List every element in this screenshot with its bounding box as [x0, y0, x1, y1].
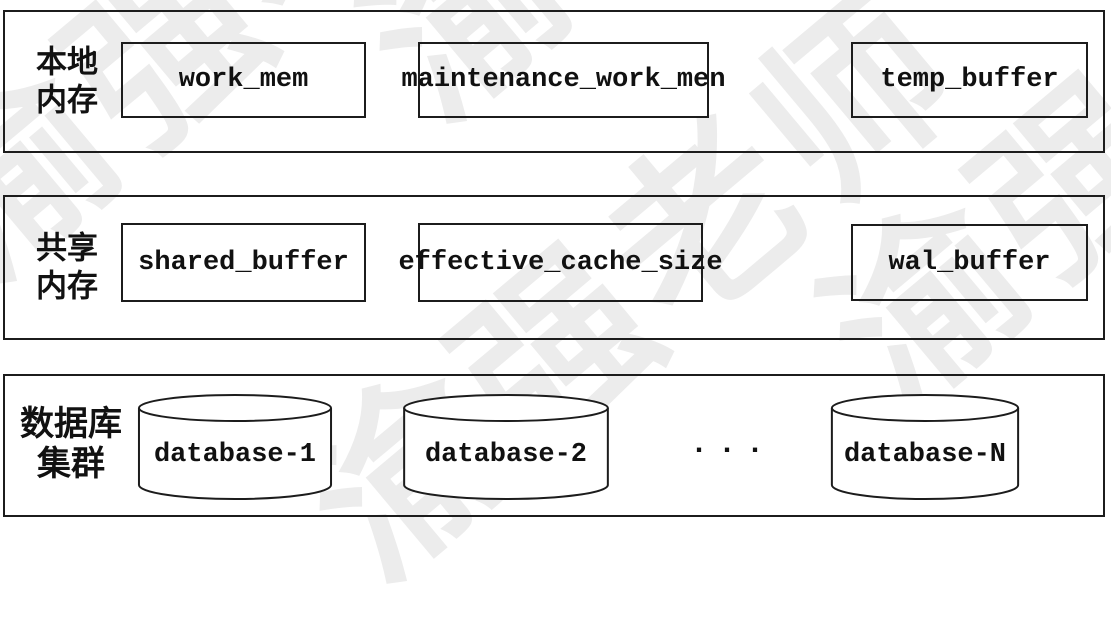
local-memory-panel: 本地 内存 work_mem maintenance_work_men temp… — [3, 10, 1105, 153]
label-line: 内存 — [36, 82, 98, 118]
label-line: 共享 — [36, 229, 98, 265]
database-n-cylinder: database-N — [829, 392, 1021, 502]
shared-buffer-box: shared_buffer — [121, 223, 366, 302]
maintenance-work-mem-box: maintenance_work_men — [401, 42, 726, 118]
effective-cache-size-box: effective_cache_size — [398, 223, 723, 302]
local-memory-label: 本地 内存 — [13, 43, 121, 121]
diagram: 本地 内存 work_mem maintenance_work_men temp… — [3, 10, 1105, 517]
label-line: 集群 — [37, 446, 105, 484]
database-cluster-panel: 数据库 集群 database-1 database-2 ... databas… — [3, 374, 1105, 517]
wal-buffer-box: wal_buffer — [851, 224, 1088, 301]
database-2-cylinder: database-2 — [401, 392, 611, 502]
database-n-label: database-N — [843, 440, 1007, 470]
label-line: 本地 — [36, 43, 98, 79]
temp-buffer-box: temp_buffer — [851, 42, 1088, 118]
cylinder-shape-icon — [829, 392, 1021, 502]
work-mem-box: work_mem — [121, 42, 366, 118]
database-cluster-label: 数据库 集群 — [7, 405, 135, 487]
cylinder-shape-icon — [401, 392, 611, 502]
cylinder-shape-icon — [136, 392, 334, 502]
database-1-cylinder: database-1 — [136, 392, 334, 502]
shared-memory-label: 共享 内存 — [13, 229, 121, 307]
database-2-label: database-2 — [424, 440, 588, 470]
shared-memory-panel: 共享 内存 shared_buffer effective_cache_size… — [3, 195, 1105, 340]
ellipsis-more-databases: ... — [690, 428, 775, 462]
label-line: 内存 — [36, 268, 98, 304]
database-1-label: database-1 — [153, 440, 317, 470]
label-line: 数据库 — [20, 405, 122, 443]
